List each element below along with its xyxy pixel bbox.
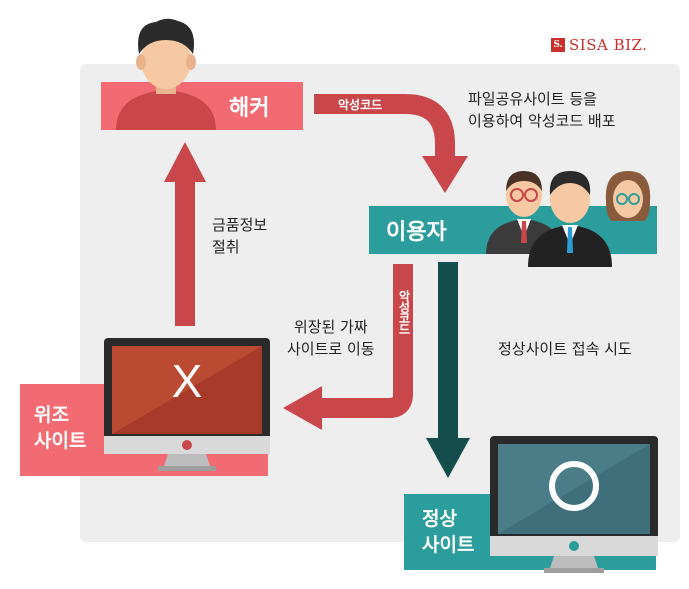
- steal-arrow-up: [164, 142, 206, 326]
- steal-caption-line2: 절취: [212, 238, 240, 256]
- distribute-caption-line1: 파일공유사이트 등을: [468, 90, 597, 108]
- real-site-monitor: [490, 436, 658, 573]
- real-site-label-line2: 사이트: [422, 534, 475, 556]
- attempt-caption: 정상사이트 접속 시도: [498, 340, 632, 358]
- redirect-caption-line1: 위장된 가짜: [293, 318, 368, 336]
- steal-caption: 금품정보 절취: [212, 214, 267, 258]
- attempt-arrow-down: [426, 262, 470, 478]
- fake-site-x-symbol: X: [171, 355, 203, 407]
- logo-text: SISA BIZ.: [569, 36, 648, 54]
- malware-top-label: 악성코드: [338, 98, 383, 112]
- malware-arrow-side: [283, 264, 413, 430]
- malware-side-label: 악성코드: [397, 290, 411, 334]
- hacker-label: 해커: [229, 96, 270, 121]
- fake-site-label-line1: 위조: [34, 404, 69, 426]
- distribute-caption: 파일공유사이트 등을 이용하여 악성코드 배포: [468, 88, 616, 132]
- real-site-label-line1: 정상: [422, 508, 457, 530]
- redirect-caption-line2: 사이트로 이동: [287, 340, 375, 358]
- fake-site-monitor: [104, 338, 270, 471]
- distribute-caption-line2: 이용하여 악성코드 배포: [468, 112, 616, 130]
- hacker-figure-icon: [116, 18, 216, 130]
- sisabiz-logo: S. SISA BIZ.: [551, 36, 647, 54]
- fake-site-label-line2: 사이트: [34, 430, 87, 452]
- redirect-caption: 위장된 가짜 사이트로 이동: [287, 316, 375, 360]
- users-group-icon: [486, 171, 656, 267]
- malware-arrow-top: [314, 94, 468, 193]
- user-label: 이용자: [386, 220, 447, 245]
- steal-caption-line1: 금품정보: [212, 216, 268, 234]
- real-site-o-symbol: [549, 461, 599, 511]
- logo-mark: S.: [551, 38, 565, 52]
